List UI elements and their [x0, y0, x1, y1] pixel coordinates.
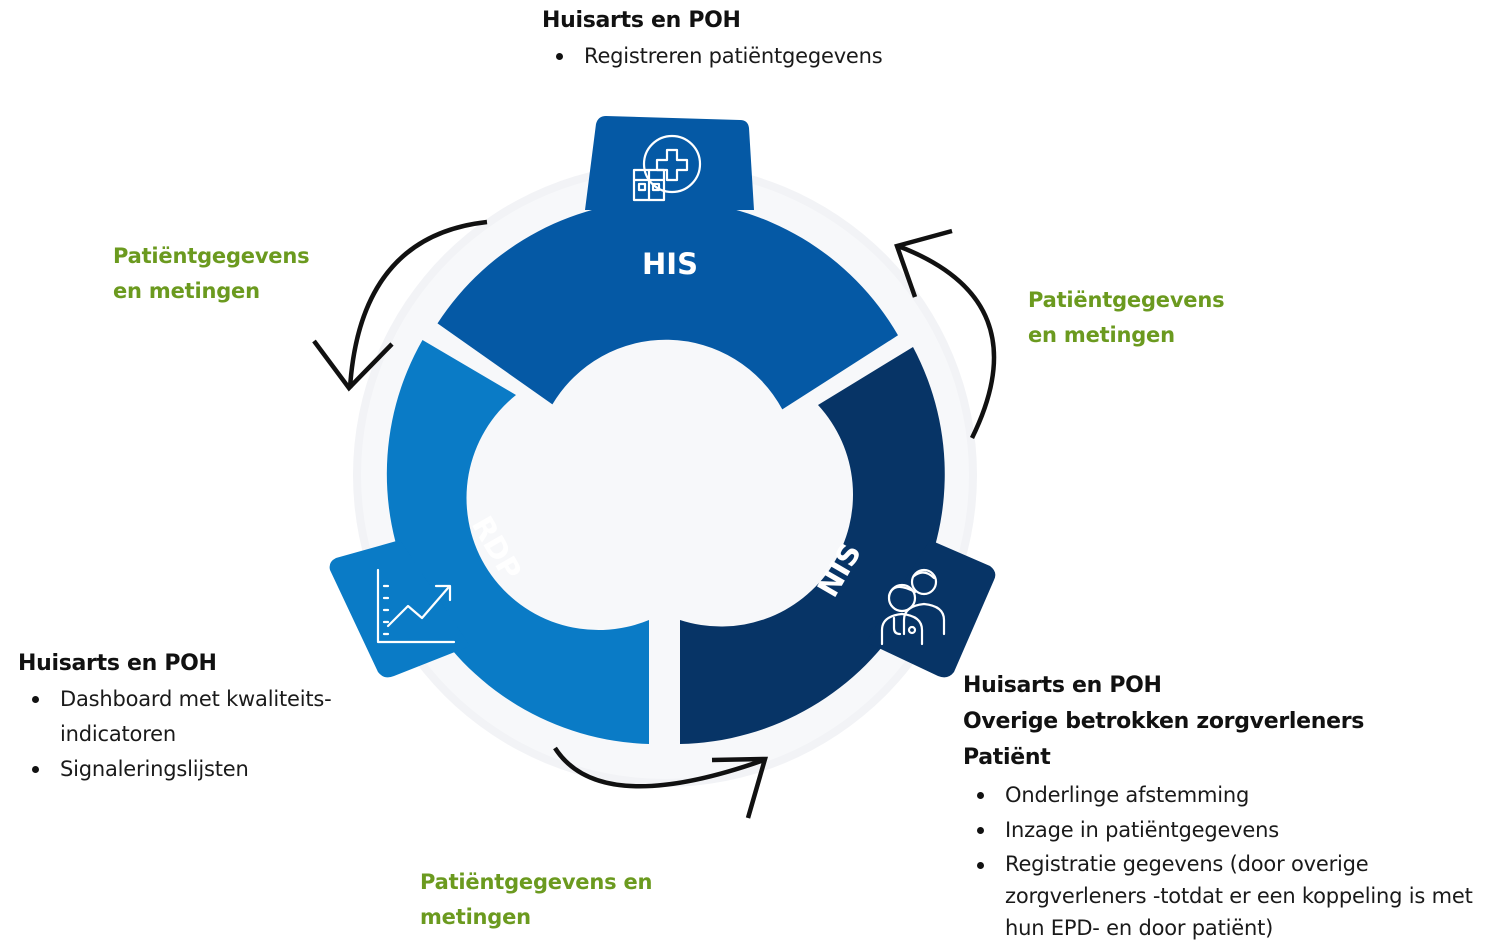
role-task-item: Inzage in patiëntgegevens: [963, 813, 1488, 848]
role-heading: Huisarts en POH: [963, 673, 1162, 698]
flow-label-line: Patiëntgegevens en: [420, 870, 653, 894]
flow-label-line: en metingen: [1028, 323, 1175, 347]
role-task-list: Dashboard met kwaliteits-indicatoren Sig…: [18, 682, 398, 787]
role-block-rdp: Huisarts en POH Dashboard met kwaliteits…: [18, 646, 398, 787]
role-block-his: Huisarts en POH Registreren patiëntgegev…: [542, 3, 883, 74]
segment-rdp[interactable]: RDP: [329, 340, 649, 744]
role-task-item: Registratie gegevens (door overige zorgv…: [963, 848, 1488, 944]
flow-arrowhead-rdp-to-nis: [711, 756, 769, 819]
segment-nis-tab[interactable]: [866, 540, 996, 678]
flow-arrowhead-his-to-rdp: [312, 339, 394, 392]
segment-his-tab[interactable]: [585, 116, 754, 210]
flow-arrowhead-nis-to-his: [894, 228, 953, 298]
flow-label-rdp-to-nis: Patiëntgegevens en metingen: [420, 865, 653, 935]
segment-his[interactable]: HIS: [437, 116, 899, 410]
segment-his-label: HIS: [642, 247, 698, 281]
flow-label-line: en metingen: [113, 279, 260, 303]
role-task-list: Onderlinge afstemming Inzage in patiëntg…: [963, 778, 1488, 944]
flow-label-line: metingen: [420, 905, 531, 929]
role-heading: Patiënt: [963, 745, 1051, 770]
role-task-item: Signaleringslijsten: [18, 752, 398, 787]
flow-label-line: Patiëntgegevens: [113, 244, 310, 268]
role-heading: Huisarts en POH: [18, 651, 217, 676]
role-task-list: Registreren patiëntgegevens: [542, 39, 883, 74]
flow-arrow-rdp-to-nis: [553, 746, 765, 789]
role-block-nis: Huisarts en POH Overige betrokken zorgve…: [963, 668, 1488, 944]
role-task-item: Registreren patiëntgegevens: [542, 39, 883, 74]
flow-arrow-his-to-rdp: [347, 219, 488, 389]
flow-label-nis-to-his: Patiëntgegevens en metingen: [1028, 283, 1225, 353]
role-heading: Overige betrokken zorgverleners: [963, 709, 1365, 734]
doctors-icon: [880, 568, 946, 646]
flow-arrow-nis-to-his: [897, 243, 997, 439]
flow-label-his-to-rdp: Patiëntgegevens en metingen: [113, 239, 310, 309]
hospital-cross-icon: [632, 134, 702, 202]
flow-label-line: Patiëntgegevens: [1028, 288, 1225, 312]
segment-nis[interactable]: NIS: [680, 347, 996, 744]
chart-trend-icon: [376, 568, 456, 644]
role-task-item: Onderlinge afstemming: [963, 778, 1488, 813]
segment-his-shape[interactable]: [437, 200, 899, 410]
role-heading: Huisarts en POH: [542, 8, 741, 33]
role-task-item: Dashboard met kwaliteits-indicatoren: [18, 682, 360, 752]
